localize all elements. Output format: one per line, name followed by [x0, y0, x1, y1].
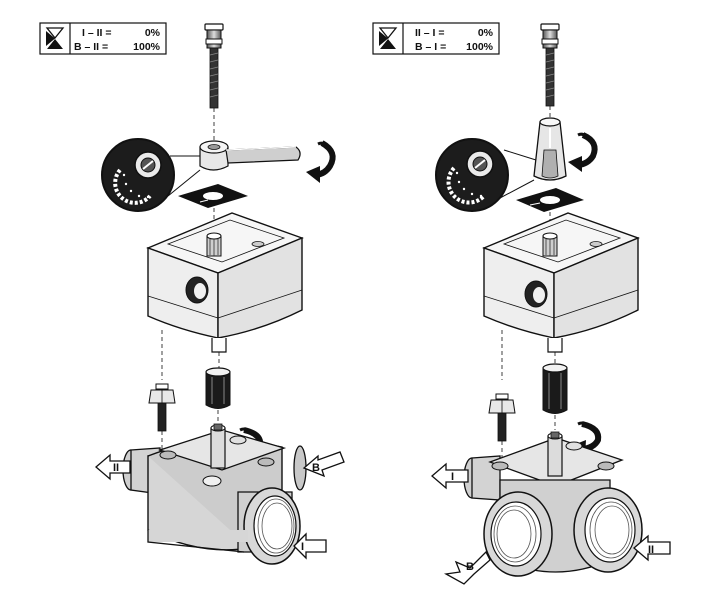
right-knob-rotate-arrow-icon — [568, 132, 598, 172]
right-screw — [540, 23, 560, 118]
right-legend-line1-value: 0% — [478, 27, 494, 39]
left-handle-lever — [199, 140, 301, 171]
right-port-ii-label: II — [648, 544, 654, 556]
right-port-i-arrow-icon: I — [431, 462, 469, 490]
right-legend-line2-value: 100% — [466, 41, 494, 53]
left-coupling-sleeve — [205, 367, 231, 424]
left-legend-line1-ports: I – II = — [82, 27, 111, 39]
left-port-i-label: I — [301, 541, 304, 553]
left-detail-zoom-circle — [101, 138, 201, 212]
left-screw — [204, 23, 224, 140]
right-detail-zoom-circle — [435, 138, 537, 212]
left-legend-line2-ports: B – II = — [74, 41, 108, 53]
valve-symbol-icon — [45, 27, 65, 49]
right-legend: II – I = 0% B – I = 100% — [372, 22, 500, 55]
valve-symbol-icon — [378, 27, 398, 49]
right-legend-line1-ports: II – I = — [415, 27, 444, 39]
right-stud-bolt — [488, 393, 516, 458]
right-assembly: II – I = 0% B – I = 100% — [372, 22, 671, 585]
right-port-b-label: B — [466, 561, 474, 573]
right-port-i-label: I — [451, 471, 454, 483]
right-valve-body — [463, 431, 643, 577]
right-legend-line2-ports: B – I = — [415, 41, 446, 53]
right-port-ii-arrow-icon: II — [633, 534, 671, 562]
right-coupling-sleeve — [542, 363, 568, 430]
left-actuator — [146, 212, 304, 380]
left-port-ii-arrow-icon: II — [95, 453, 131, 481]
left-scale-plate — [178, 184, 248, 232]
left-port-i-arrow-icon: I — [293, 532, 327, 560]
left-port-ii-label: II — [113, 462, 119, 474]
left-legend-line1-value: 0% — [145, 27, 161, 39]
left-port-b-arrow-icon: B — [302, 451, 345, 478]
right-knob — [533, 117, 567, 181]
right-port-b-arrow-icon: B — [443, 550, 491, 585]
left-rotate-arrow-icon — [306, 140, 336, 183]
left-legend-line2-value: 100% — [133, 41, 161, 53]
left-port-b-label: B — [312, 462, 320, 474]
right-actuator — [482, 212, 640, 380]
left-valve-body — [122, 423, 307, 565]
left-legend: I – II = 0% B – II = 100% — [39, 22, 167, 55]
left-stud-bolt — [148, 383, 176, 450]
left-assembly: I – II = 0% B – II = 100% — [39, 22, 345, 565]
